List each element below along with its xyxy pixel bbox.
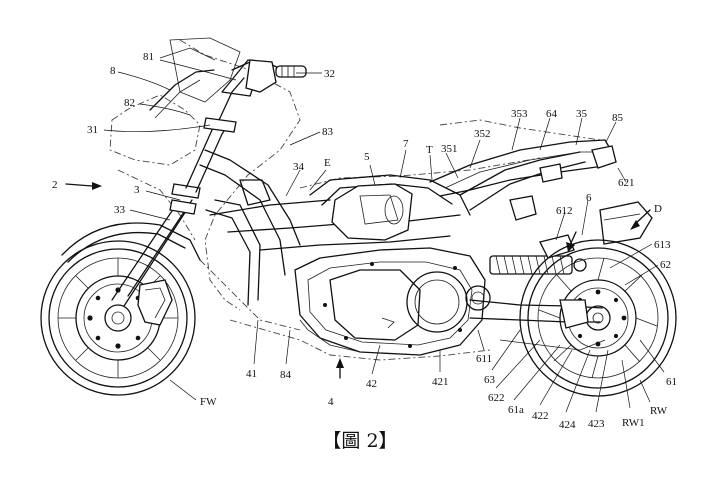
label-5: 5: [364, 151, 370, 163]
label-622: 622: [488, 392, 505, 404]
front-wheel: [40, 222, 201, 396]
label-612: 612: [556, 205, 573, 217]
label-64: 64: [546, 108, 558, 120]
label-2: 2: [52, 179, 58, 191]
label-7: 7: [403, 138, 409, 150]
label-83: 83: [322, 126, 334, 138]
rear-shock: [489, 234, 587, 275]
label-31: 31: [87, 124, 98, 136]
label-621: 621: [618, 177, 635, 189]
label-422: 422: [532, 410, 549, 422]
label-41: 41: [246, 368, 257, 380]
label-421: 421: [432, 376, 449, 388]
reference-arrows: [65, 182, 651, 379]
label-81: 81: [143, 51, 154, 63]
front-fork: [111, 77, 245, 307]
rear-wheel: [519, 239, 677, 397]
rear-bracket: [509, 163, 563, 221]
label-RW1: RW1: [622, 417, 645, 429]
leader-lines: [103, 59, 665, 413]
label-FW: FW: [200, 396, 217, 408]
main-frame: [199, 149, 586, 306]
label-613: 613: [654, 239, 671, 251]
label-353: 353: [511, 108, 528, 120]
label-63: 63: [484, 374, 496, 386]
label-84: 84: [280, 369, 292, 381]
label-611: 611: [476, 353, 492, 365]
figure-caption: 【圖 2】: [322, 430, 397, 452]
label-32: 32: [324, 68, 335, 80]
label-423: 423: [588, 418, 605, 430]
label-61: 61: [666, 376, 677, 388]
label-35: 35: [576, 108, 588, 120]
label-E: E: [324, 157, 331, 169]
label-352: 352: [474, 128, 491, 140]
muffler: [599, 201, 653, 245]
front-brake-caliper: [137, 279, 173, 326]
label-4: 4: [328, 396, 334, 408]
label-42: 42: [366, 378, 377, 390]
label-424: 424: [559, 419, 576, 431]
label-61a: 61a: [508, 404, 524, 416]
label-34: 34: [293, 161, 305, 173]
label-RW: RW: [650, 405, 668, 417]
engine-unit: [294, 247, 491, 356]
label-62: 62: [660, 259, 671, 271]
label-3: 3: [134, 184, 140, 196]
label-D: D: [654, 203, 662, 215]
label-T: T: [426, 144, 433, 156]
reference-labels: 81 8 32 82 31 83 2 3 33 5 7 E 34 T 351 3…: [52, 51, 677, 431]
label-33: 33: [114, 204, 126, 216]
label-351: 351: [441, 143, 458, 155]
label-8: 8: [110, 65, 116, 77]
label-82: 82: [124, 97, 135, 109]
windshield: [159, 37, 241, 103]
seat: [429, 139, 617, 197]
label-6: 6: [586, 192, 592, 204]
fuel-tank: [331, 183, 413, 241]
label-85: 85: [612, 112, 624, 124]
handlebar-assembly: [149, 59, 307, 119]
